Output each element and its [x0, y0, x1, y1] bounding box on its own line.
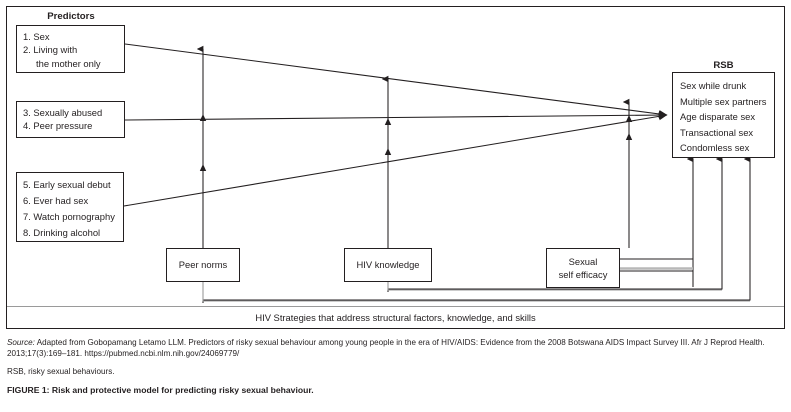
figure-caption-block: Source: Adapted from Gobopamang Letamo L… — [7, 337, 782, 397]
outcome-item-sex-while-drunk: Sex while drunk — [680, 80, 747, 91]
mediator-box-sexual-self-efficacy[interactable]: Sexual self efficacy — [546, 248, 620, 288]
predictor-item-3: 3. Sexually abused — [23, 107, 103, 118]
caption-figure-number: FIGURE 1: Risk and protective model for … — [7, 385, 314, 396]
predictors-group-label: Predictors — [47, 11, 95, 22]
outcome-box-rsb[interactable]: Sex while drunk Multiple sex partners Ag… — [672, 72, 775, 158]
caption-source-text: Adapted from Gobopamang Letamo LLM. Pred… — [7, 338, 765, 359]
predictor-box-1[interactable]: 1. Sex 2. Living with the mother only — [16, 25, 125, 73]
outcome-item-age-disparate-sex: Age disparate sex — [680, 111, 756, 122]
mediator-label-self-efficacy-line1: Sexual — [568, 255, 598, 267]
strategies-bar-label: HIV Strategies that address structural f… — [255, 312, 536, 323]
caption-source: Source: Adapted from Gobopamang Letamo L… — [7, 337, 782, 360]
mediator-box-peer-norms[interactable]: Peer norms — [166, 248, 240, 282]
predictor-item-4: 4. Peer pressure — [23, 120, 93, 132]
outcome-group-label: RSB — [713, 60, 734, 71]
mediator-label-hiv-knowledge: HIV knowledge — [356, 259, 420, 271]
mediator-box-hiv-knowledge[interactable]: HIV knowledge — [344, 248, 432, 282]
predictor-box-3[interactable]: 5. Early sexual debut 6. Ever had sex 7.… — [16, 172, 124, 242]
predictor-item-1: 1. Sex — [23, 31, 50, 42]
predictor-box-2[interactable]: 3. Sexually abused 4. Peer pressure — [16, 101, 125, 138]
predictor-item-5: 5. Early sexual debut — [23, 179, 111, 190]
caption-source-label: Source: — [7, 338, 35, 347]
predictor-item-7: 7. Watch pornography — [23, 211, 115, 222]
strategies-bar: HIV Strategies that address structural f… — [7, 306, 784, 328]
mediator-label-self-efficacy-line2: self efficacy — [558, 269, 608, 280]
outcome-item-transactional-sex: Transactional sex — [680, 126, 754, 138]
mediator-label-peer-norms: Peer norms — [178, 259, 228, 271]
predictor-item-8: 8. Drinking alcohol — [23, 227, 101, 238]
predictor-item-2-cont: the mother only — [36, 57, 101, 69]
outcome-item-multiple-sex-partners: Multiple sex partners — [680, 95, 767, 107]
predictor-item-2: 2. Living with — [23, 44, 78, 56]
outcome-item-condomless-sex: Condomless sex — [680, 142, 750, 153]
caption-abbreviation: RSB, risky sexual behaviours. — [7, 366, 115, 376]
predictor-item-6: 6. Ever had sex — [23, 195, 89, 206]
